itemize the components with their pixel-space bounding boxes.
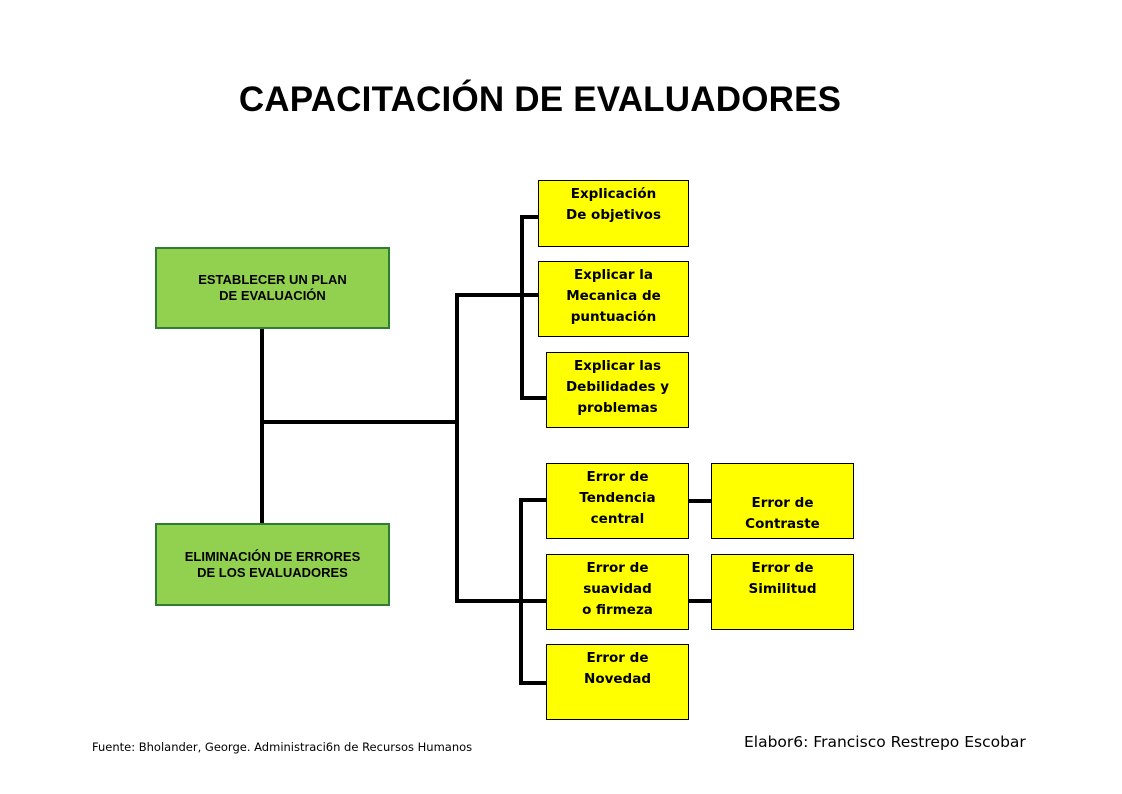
- error-item-recency: Error de Novedad: [546, 644, 689, 720]
- error-item-central-tendency: Error de Tendencia central: [546, 463, 689, 539]
- plan-item-weaknesses: Explicar las Debilidades y problemas: [546, 352, 689, 428]
- errors-box: ELIMINACIÓN DE ERRORES DE LOS EVALUADORE…: [155, 523, 390, 606]
- author-caption: Elabor6: Francisco Restrepo Escobar: [744, 733, 1026, 751]
- source-caption: Fuente: Bholander, George. Administraci6…: [92, 740, 473, 754]
- error-item-similarity: Error de Similitud: [711, 554, 854, 630]
- plan-item-objectives: Explicación De objetivos: [538, 180, 689, 247]
- page-title: CAPACITACIÓN DE EVALUADORES: [238, 80, 842, 119]
- error-item-contrast: Error de Contraste: [711, 463, 854, 539]
- plan-box: ESTABLECER UN PLAN DE EVALUACIÓN: [155, 247, 390, 329]
- error-item-leniency: Error de suavidad o firmeza: [546, 554, 689, 630]
- plan-item-scoring: Explicar la Mecanica de puntuación: [538, 261, 689, 337]
